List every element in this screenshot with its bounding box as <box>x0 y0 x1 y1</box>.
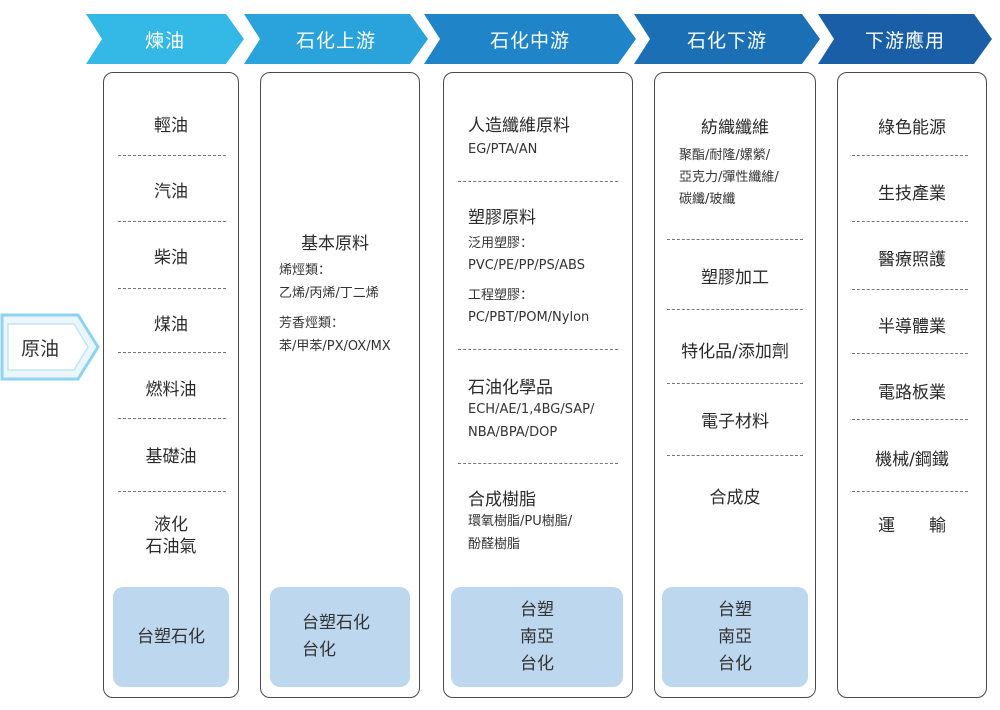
stage-chevron-applications: 下游應用 <box>818 14 992 64</box>
dashed-divider <box>458 463 618 464</box>
dashed-divider <box>667 455 803 456</box>
midstream-group-line: 泛用塑膠： <box>468 236 534 251</box>
refining-item: 燃料油 <box>145 380 197 400</box>
dashed-divider <box>458 349 618 350</box>
stage-chevron-downstream: 石化下游 <box>634 14 820 64</box>
dashed-divider <box>852 289 968 290</box>
application-item: 生技產業 <box>878 184 946 204</box>
stage-label: 石化上游 <box>295 29 376 52</box>
refining-item: 汽油 <box>154 182 188 202</box>
downstream-textile-line: 亞克力/彈性纖維/ <box>679 170 779 185</box>
refining-item: 煤油 <box>154 315 188 335</box>
dashed-divider <box>118 288 226 289</box>
dashed-divider <box>667 239 803 240</box>
downstream-item: 特化品/添加劑 <box>681 342 789 362</box>
stage-chevron-upstream: 石化上游 <box>244 14 428 64</box>
aromatics-list: 苯/甲苯/PX/OX/MX <box>279 339 391 354</box>
dashed-divider <box>458 181 618 182</box>
company-box-refining: 台塑石化 <box>113 587 229 687</box>
application-item: 半導體業 <box>878 317 946 337</box>
midstream-group-line: 工程塑膠： <box>468 288 534 303</box>
midstream-group-line: PC/PBT/POM/Nylon <box>468 310 590 325</box>
midstream-group-line: EG/PTA/AN <box>468 142 538 157</box>
company-name: 台化 <box>718 653 752 674</box>
application-item: 機械/鋼鐵 <box>875 450 949 470</box>
dashed-divider <box>852 353 968 354</box>
stage-label: 煉油 <box>144 29 185 52</box>
company-name: 台化 <box>302 640 336 660</box>
midstream-group-heading: 石油化學品 <box>468 378 553 398</box>
company-name: 台塑石化 <box>302 613 370 633</box>
upstream-heading: 基本原料 <box>301 234 369 254</box>
dashed-divider <box>118 155 226 156</box>
downstream-textile-heading: 紡織纖維 <box>701 118 769 138</box>
company-box-upstream: 台塑石化 台化 <box>270 587 410 687</box>
company-name: 台塑 <box>520 599 554 620</box>
refining-column: 輕油 汽油 柴油 煤油 燃料油 基礎油 液化 石油氣 台塑石化 <box>103 72 239 698</box>
chevron-arrow-shape <box>86 14 244 64</box>
refining-item: 石油氣 <box>145 537 197 557</box>
midstream-group-line: 酚醛樹脂 <box>468 537 521 552</box>
downstream-textile-line: 聚酯/耐隆/嫘縈/ <box>679 148 771 163</box>
dashed-divider <box>852 419 968 420</box>
upstream-column: 基本原料 烯烴類： 乙烯/丙烯/丁二烯 芳香烴類： 苯/甲苯/PX/OX/MX … <box>260 72 420 698</box>
company-box-midstream: 台塑 南亞 台化 <box>451 587 623 687</box>
chevron-arrow-shape <box>634 14 820 64</box>
refining-item: 液化 <box>154 515 188 535</box>
dashed-divider <box>118 221 226 222</box>
company-name: 台化 <box>520 653 554 674</box>
crude-oil-arrow: 原油 <box>0 312 102 382</box>
refining-item: 柴油 <box>154 248 188 268</box>
company-box-downstream: 台塑 南亞 台化 <box>662 587 808 687</box>
application-item: 綠色能源 <box>878 118 946 138</box>
applications-column: 綠色能源 生技產業 醫療照護 半導體業 電路板業 機械/鋼鐵 運 輸 <box>837 72 987 698</box>
midstream-group-heading: 合成樹脂 <box>468 490 536 510</box>
midstream-group-line: 環氧樹脂/PU樹脂/ <box>468 514 573 529</box>
application-item: 電路板業 <box>878 383 946 403</box>
refining-item: 基礎油 <box>145 447 197 467</box>
dashed-divider <box>667 383 803 384</box>
downstream-column: 紡織纖維 聚酯/耐隆/嫘縈/ 亞克力/彈性纖維/ 碳纖/玻纖 塑膠加工 特化品/… <box>654 72 816 698</box>
midstream-group-line: NBA/BPA/DOP <box>468 425 558 440</box>
company-name: 台塑石化 <box>137 626 205 647</box>
midstream-group-heading: 人造纖維原料 <box>468 116 570 136</box>
downstream-item: 電子材料 <box>701 412 769 432</box>
downstream-item: 塑膠加工 <box>701 268 769 288</box>
olefins-label: 烯烴類： <box>279 263 332 278</box>
company-name: 南亞 <box>520 626 554 647</box>
downstream-textile-line: 碳纖/玻纖 <box>679 192 736 207</box>
dashed-divider <box>118 491 226 492</box>
dashed-divider <box>118 418 226 419</box>
chevron-arrow-shape <box>424 14 636 64</box>
dashed-divider <box>852 221 968 222</box>
company-name: 台塑 <box>718 599 752 620</box>
stage-label: 下游應用 <box>864 29 945 52</box>
midstream-group-heading: 塑膠原料 <box>468 208 536 228</box>
stage-label: 石化下游 <box>686 29 767 52</box>
chevron-arrow-shape <box>818 14 992 64</box>
dashed-divider <box>852 491 968 492</box>
stage-label: 石化中游 <box>489 29 570 52</box>
stage-chevron-midstream: 石化中游 <box>424 14 636 64</box>
application-item: 運 輸 <box>878 516 946 536</box>
crude-oil-label: 原油 <box>20 337 59 360</box>
stage-chevron-refining: 煉油 <box>86 14 244 64</box>
midstream-group-line: PVC/PE/PP/PS/ABS <box>468 258 585 273</box>
dashed-divider <box>118 352 226 353</box>
dashed-divider <box>852 155 968 156</box>
company-name: 南亞 <box>718 626 752 647</box>
crude-arrow-shape <box>0 313 100 381</box>
downstream-item: 合成皮 <box>709 488 761 508</box>
midstream-column: 人造纖維原料 EG/PTA/AN 塑膠原料 泛用塑膠： PVC/PE/PP/PS… <box>443 72 633 698</box>
olefins-list: 乙烯/丙烯/丁二烯 <box>279 286 379 301</box>
dashed-divider <box>667 309 803 310</box>
refining-item: 輕油 <box>154 116 188 136</box>
application-item: 醫療照護 <box>878 250 946 270</box>
chevron-arrow-shape <box>244 14 428 64</box>
midstream-group-line: ECH/AE/1,4BG/SAP/ <box>468 402 595 417</box>
aromatics-label: 芳香烴類： <box>279 316 345 331</box>
